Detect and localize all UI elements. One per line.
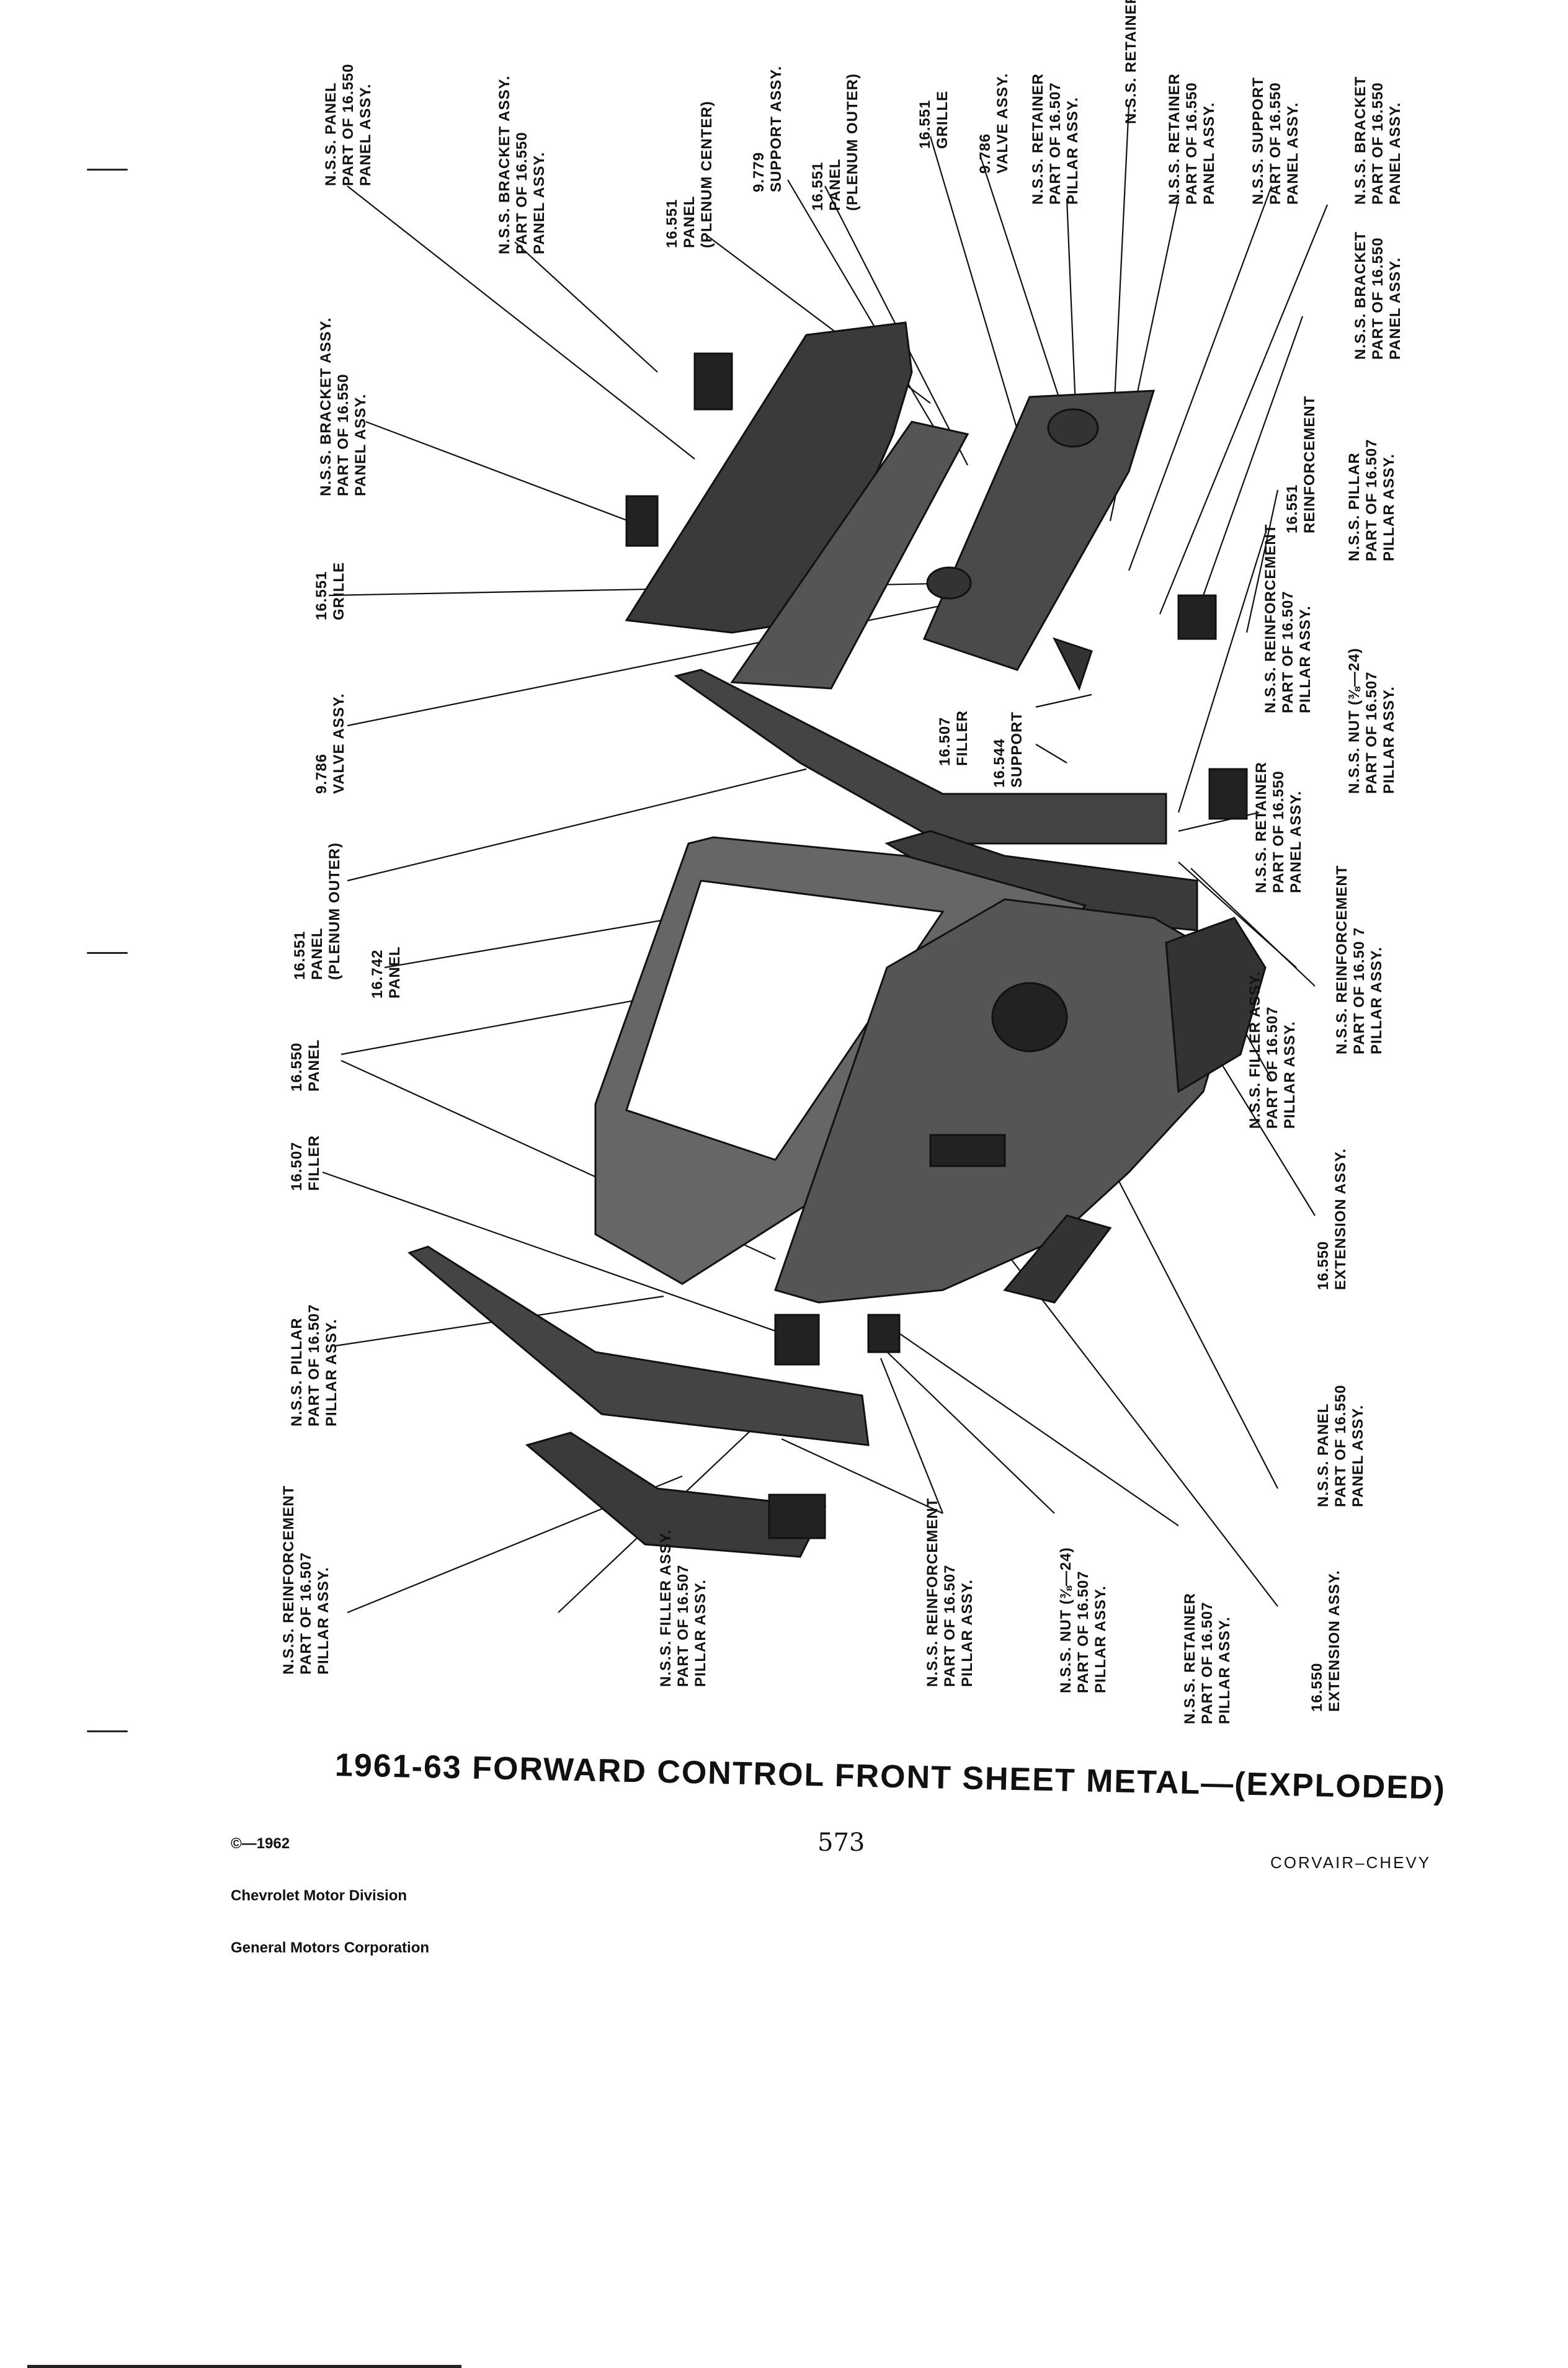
bracket-part xyxy=(693,352,733,411)
callout-nss-reinforcement-16507-bottom: N.S.S. REINFORCEMENT PART OF 16.507 PILL… xyxy=(924,1497,976,1687)
callout-filler-16507-left: 16.507 FILLER xyxy=(288,1135,323,1191)
callout-nss-bracket-assy-top: N.S.S. BRACKET ASSY. PART OF 16.550 PANE… xyxy=(496,75,548,255)
callout-nss-nut-bottom: N.S.S. NUT (⅜—24) PART OF 16.507 PILLAR … xyxy=(1058,1547,1109,1693)
callout-nss-bracket-16550-mid: N.S.S. BRACKET PART OF 16.550 PANEL ASSY… xyxy=(1352,231,1404,360)
callout-nss-panel-16550-top: N.S.S. PANEL PART OF 16.550 PANEL ASSY. xyxy=(323,63,374,186)
pillar-right xyxy=(674,669,1167,845)
callout-panel-16742: 16.742 PANEL xyxy=(369,946,403,999)
callout-panel-16550: 16.550 PANEL xyxy=(288,1039,323,1092)
windshield-opening xyxy=(625,879,945,1161)
headlamp-opening xyxy=(991,982,1068,1053)
callout-nss-bracket-16550-right: N.S.S. BRACKET PART OF 16.550 PANEL ASSY… xyxy=(1352,76,1404,205)
extension-right xyxy=(1165,917,1267,1093)
callout-valve-assy-right: 9.786 VALVE ASSY. xyxy=(977,73,1011,174)
exploded-parts-drawing xyxy=(322,105,1329,1614)
plenum-outer-panel xyxy=(922,389,1156,671)
valve-assy-left xyxy=(926,566,972,600)
callout-nss-filler-assy-left: N.S.S. FILLER ASSY. PART OF 16.507 PILLA… xyxy=(657,1529,709,1687)
callout-panel-plenum-outer-top: 16.551 PANEL (PLENUM OUTER) xyxy=(809,73,861,211)
callout-nss-bracket-assy-left: N.S.S. BRACKET ASSY. PART OF 16.550 PANE… xyxy=(318,317,369,497)
plenum-center-panel xyxy=(730,421,969,690)
callout-nss-retainer-plain: N.S.S. RETAINER xyxy=(1123,0,1139,124)
callout-nss-reinforcement-16507-right: N.S.S. REINFORCEMENT PART OF 16.50 7 PIL… xyxy=(1334,865,1385,1054)
retainer-right xyxy=(1208,768,1248,820)
punch-mark-bottom xyxy=(87,1730,128,1732)
callout-extension-assy-right: 16.550 EXTENSION ASSY. xyxy=(1315,1148,1349,1290)
punch-mark-top xyxy=(87,169,128,171)
callout-nss-pillar-16507-left: N.S.S. PILLAR PART OF 16.507 PILLAR ASSY… xyxy=(288,1304,340,1427)
page-number: 573 xyxy=(817,1828,865,1857)
nut-left xyxy=(867,1314,901,1353)
filler-left xyxy=(774,1314,820,1366)
copyright-year: ©—1962 xyxy=(231,1835,290,1852)
callout-nss-retainer-16507-bottom: N.S.S. RETAINER PART OF 16.507 PILLAR AS… xyxy=(1182,1593,1233,1724)
valve-assy-right xyxy=(1047,408,1099,448)
callout-nss-retainer-16550-mid: N.S.S. RETAINER PART OF 16.550 PANEL ASS… xyxy=(1253,762,1304,893)
callout-support-16544: 16.544 SUPPORT xyxy=(991,711,1025,788)
footer-brand: CORVAIR–CHEVY xyxy=(1270,1853,1432,1872)
punch-mark-middle xyxy=(87,952,128,954)
callout-nss-reinforcement-16507-left: N.S.S. REINFORCEMENT PART OF 16.507 PILL… xyxy=(280,1485,332,1675)
front-panel xyxy=(774,898,1242,1304)
callout-nss-support-16550: N.S.S. SUPPORT PART OF 16.550 PANEL ASSY… xyxy=(1250,76,1301,205)
callout-nss-pillar-16507-right: N.S.S. PILLAR PART OF 16.507 PILLAR ASSY… xyxy=(1346,438,1397,561)
extension-lower xyxy=(1003,1214,1112,1304)
callout-panel-plenum-outer-left: 16.551 PANEL (PLENUM OUTER) xyxy=(292,842,343,980)
callout-nss-retainer-16550-top: N.S.S. RETAINER PART OF 16.550 PANEL ASS… xyxy=(1166,73,1218,205)
callout-nss-panel-16550-bottom: N.S.S. PANEL PART OF 16.550 PANEL ASSY. xyxy=(1315,1384,1366,1507)
copyright-division: Chevrolet Motor Division xyxy=(231,1887,408,1904)
filler-assy-left xyxy=(768,1493,826,1539)
callout-grille-top: 16.551 GRILLE xyxy=(917,91,951,149)
grille-opening xyxy=(929,1134,1006,1167)
callout-panel-plenum-center: 16.551 PANEL (PLENUM CENTER) xyxy=(664,100,715,248)
callout-nss-reinforcement-16507-mid: N.S.S. REINFORCEMENT PART OF 16.507 PILL… xyxy=(1262,523,1314,713)
bracket-part-2 xyxy=(625,495,659,547)
copyright-block: ©—1962 Chevrolet Motor Division General … xyxy=(231,1800,429,1992)
callout-nss-nut-right: N.S.S. NUT (⅜—24) PART OF 16.507 PILLAR … xyxy=(1346,648,1397,794)
bracket-small xyxy=(1177,594,1217,640)
callout-extension-assy-bottom: 16.550 EXTENSION ASSY. xyxy=(1309,1570,1343,1712)
copyright-corporation: General Motors Corporation xyxy=(231,1939,430,1956)
callout-valve-assy-left: 9.786 VALVE ASSY. xyxy=(313,693,347,794)
callout-nss-filler-assy-right: N.S.S. FILLER ASSY. PART OF 16.507 PILLA… xyxy=(1247,971,1298,1129)
callout-reinforcement-16551: 16.551 REINFORCEMENT xyxy=(1284,395,1318,533)
sheet-metal-parts xyxy=(407,321,1267,1558)
pillar-left xyxy=(407,1245,870,1446)
support-16544 xyxy=(1053,637,1093,691)
callout-filler-16507-right: 16.507 FILLER xyxy=(937,710,971,766)
bottom-rule xyxy=(27,2365,461,2368)
callout-nss-retainer-16507-top: N.S.S. RETAINER PART OF 16.507 PILLAR AS… xyxy=(1030,73,1081,205)
callout-grille-left: 16.551 GRILLE xyxy=(313,562,347,620)
diagram-page: N.S.S. PANEL PART OF 16.550 PANEL ASSY. N… xyxy=(27,0,1446,2368)
callout-support-assy-9779: 9.779 SUPPORT ASSY. xyxy=(751,65,785,192)
